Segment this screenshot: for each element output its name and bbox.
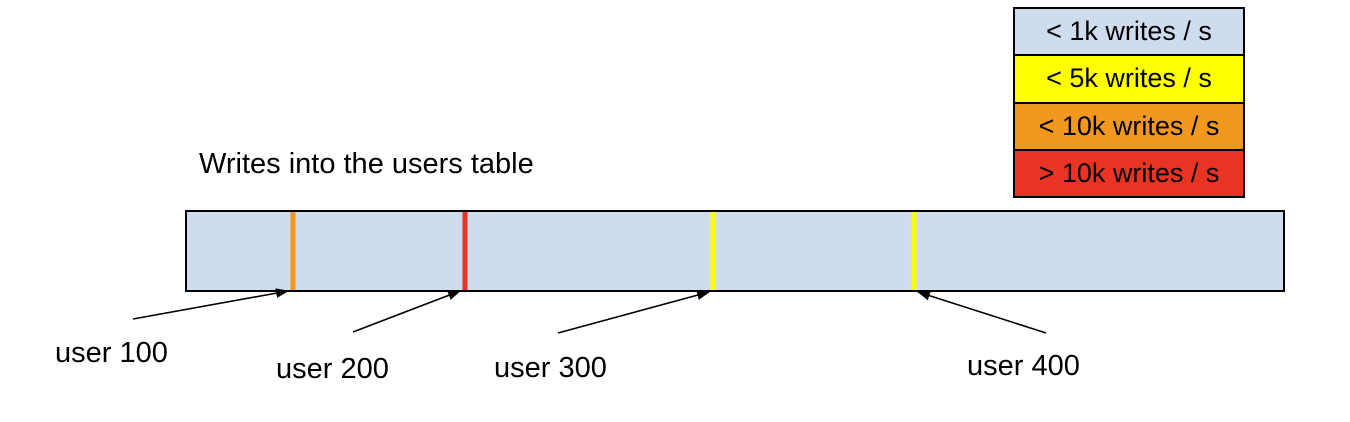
legend-item-lt-5k-label: < 5k writes / s [1046, 63, 1212, 94]
diagram-title: Writes into the users table [199, 148, 534, 180]
legend-item-gt-10k-label: > 10k writes / s [1038, 157, 1220, 188]
write-marker-user-300 [710, 212, 716, 290]
legend-item-lt-10k: < 10k writes / s [1015, 101, 1243, 149]
users-table-bar [185, 210, 1285, 292]
legend-item-lt-1k-label: < 1k writes / s [1046, 16, 1212, 47]
label-user-400: user 400 [967, 350, 1080, 382]
writes-rate-legend: < 1k writes / s < 5k writes / s < 10k wr… [1013, 7, 1245, 198]
label-user-100: user 100 [55, 337, 168, 369]
legend-item-lt-5k: < 5k writes / s [1015, 54, 1243, 102]
arrow-user-100 [132, 288, 290, 320]
legend-item-gt-10k: > 10k writes / s [1015, 148, 1243, 196]
label-user-300: user 300 [494, 352, 607, 384]
arrow-user-200 [352, 290, 462, 333]
label-user-200: user 200 [276, 353, 389, 385]
write-marker-user-200 [462, 212, 468, 290]
arrow-user-300 [557, 290, 711, 334]
arrow-user-400 [916, 290, 1047, 334]
legend-item-lt-10k-label: < 10k writes / s [1038, 110, 1220, 141]
legend-item-lt-1k: < 1k writes / s [1015, 9, 1243, 55]
write-marker-user-100 [290, 212, 296, 290]
write-marker-user-400 [911, 212, 917, 290]
